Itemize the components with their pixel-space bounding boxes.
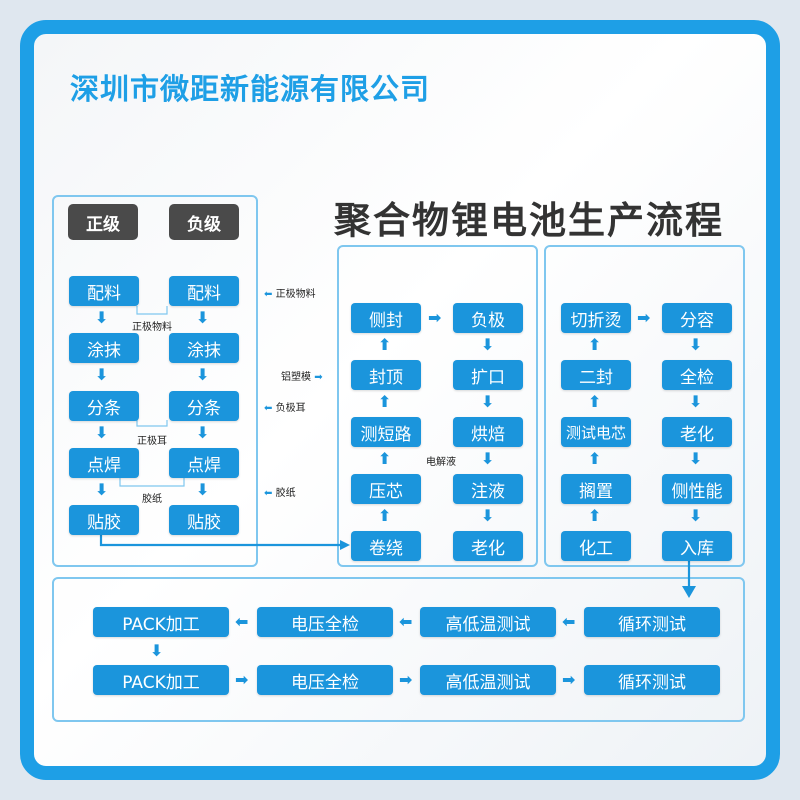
step-performance-test: 侧性能 (662, 474, 732, 504)
step-positive-spot-welding: 点焊 (69, 448, 139, 478)
step-voltage-check-2: 电压全检 (257, 665, 393, 695)
step-aging-2: 老化 (662, 417, 732, 447)
assembly-panel (337, 245, 538, 567)
step-electrolyte-injection: 注液 (453, 474, 523, 504)
arrow-down-icon: ⬇ (196, 423, 210, 442)
step-cycle-test-2: 循环测试 (584, 665, 720, 695)
arrow-left-icon: ⬅ (235, 612, 249, 631)
step-positive-taping: 贴胶 (69, 505, 139, 535)
arrow-down-icon: ⬇ (481, 506, 495, 525)
step-positive-batching: 配料 (69, 276, 139, 306)
side-note-aluminum-film: 铝塑模 ➡ (281, 368, 323, 383)
step-negative-batching: 配料 (169, 276, 239, 306)
side-note-adhesive-tape-label: 胶纸 (275, 488, 296, 499)
diagram-title: 聚合物锂电池生产流程 (334, 199, 724, 242)
step-baking: 烘焙 (453, 417, 523, 447)
step-negative-slitting: 分条 (169, 391, 239, 421)
step-warehousing: 入库 (662, 531, 732, 561)
arrow-down-icon: ⬇ (481, 335, 495, 354)
step-side-seal: 侧封 (351, 303, 421, 333)
arrow-right-icon: ➡ (235, 670, 249, 689)
step-pack-processing-2: PACK加工 (93, 665, 229, 695)
arrow-right-icon: ➡ (637, 308, 651, 327)
step-negative-coating: 涂抹 (169, 333, 239, 363)
arrow-down-icon: ⬇ (95, 308, 109, 327)
step-negative-taping: 贴胶 (169, 505, 239, 535)
side-note-positive-material: ⬅ 正极物料 (264, 285, 316, 300)
step-pack-processing-1: PACK加工 (93, 607, 229, 637)
arrow-down-icon: ⬇ (95, 423, 109, 442)
step-top-seal: 封顶 (351, 360, 421, 390)
arrow-down-icon: ⬇ (196, 480, 210, 499)
step-capacity-grading: 分容 (662, 303, 732, 333)
arrow-down-icon: ⬇ (95, 365, 109, 384)
step-negative: 负极 (453, 303, 523, 333)
arrow-right-icon: ➡ (562, 670, 576, 689)
step-positive-slitting: 分条 (69, 391, 139, 421)
step-second-seal: 二封 (561, 360, 631, 390)
arrow-up-icon: ⬆ (378, 506, 392, 525)
arrow-down-icon: ⬇ (196, 308, 210, 327)
arrow-up-icon: ⬆ (378, 335, 392, 354)
arrow-down-icon: ⬇ (689, 506, 703, 525)
pack-panel (52, 577, 745, 722)
arrow-right-icon: ➡ (399, 670, 413, 689)
arrow-up-icon: ⬆ (378, 449, 392, 468)
step-temperature-test-1: 高低温测试 (420, 607, 556, 637)
arrow-up-icon: ⬆ (378, 392, 392, 411)
arrow-left-icon: ⬅ (264, 488, 273, 499)
note-electrolyte: 电解液 (426, 457, 456, 468)
side-note-negative-tab: ⬅ 负极耳 (264, 399, 306, 414)
arrow-down-icon: ⬇ (196, 365, 210, 384)
arrow-down-icon: ⬇ (150, 641, 164, 660)
step-aging: 老化 (453, 531, 523, 561)
arrow-up-icon: ⬆ (588, 335, 602, 354)
step-full-inspection: 全检 (662, 360, 732, 390)
step-winding: 卷绕 (351, 531, 421, 561)
step-cut-fold-iron: 切折烫 (561, 303, 631, 333)
arrow-left-icon: ⬅ (562, 612, 576, 631)
arrow-right-icon: ➡ (314, 372, 323, 383)
arrow-left-icon: ⬅ (264, 289, 273, 300)
side-note-adhesive-tape: ⬅ 胶纸 (264, 484, 296, 499)
step-expanding: 扩口 (453, 360, 523, 390)
formation-panel (544, 245, 745, 567)
side-note-aluminum-film-label: 铝塑模 (281, 372, 311, 383)
arrow-right-icon: ➡ (428, 308, 442, 327)
arrow-down-icon: ⬇ (689, 449, 703, 468)
step-resting: 搁置 (561, 474, 631, 504)
note-positive-material: 正极物料 (132, 322, 172, 333)
negative-header: 负级 (169, 204, 239, 240)
step-formation: 化工 (561, 531, 631, 561)
side-note-negative-tab-label: 负极耳 (275, 403, 306, 414)
step-cycle-test-1: 循环测试 (584, 607, 720, 637)
arrow-down-icon: ⬇ (481, 392, 495, 411)
arrow-up-icon: ⬆ (588, 449, 602, 468)
positive-header: 正级 (68, 204, 138, 240)
note-positive-tab: 正极耳 (137, 436, 167, 447)
step-cell-test: 测试电芯 (561, 417, 631, 447)
arrow-up-icon: ⬆ (588, 506, 602, 525)
step-voltage-check-1: 电压全检 (257, 607, 393, 637)
side-note-positive-material-label: 正极物料 (275, 289, 316, 300)
step-positive-coating: 涂抹 (69, 333, 139, 363)
arrow-down-icon: ⬇ (481, 449, 495, 468)
arrow-down-icon: ⬇ (95, 480, 109, 499)
step-temperature-test-2: 高低温测试 (420, 665, 556, 695)
arrow-down-icon: ⬇ (689, 335, 703, 354)
arrow-up-icon: ⬆ (588, 392, 602, 411)
company-name: 深圳市微距新能源有限公司 (70, 72, 431, 106)
note-adhesive-tape: 胶纸 (142, 494, 162, 505)
outer-frame (20, 20, 780, 780)
arrow-down-icon: ⬇ (689, 392, 703, 411)
step-negative-spot-welding: 点焊 (169, 448, 239, 478)
step-short-circuit-test: 测短路 (351, 417, 421, 447)
arrow-left-icon: ⬅ (264, 403, 273, 414)
electrode-panel (52, 195, 258, 567)
step-core-pressing: 压芯 (351, 474, 421, 504)
arrow-left-icon: ⬅ (399, 612, 413, 631)
